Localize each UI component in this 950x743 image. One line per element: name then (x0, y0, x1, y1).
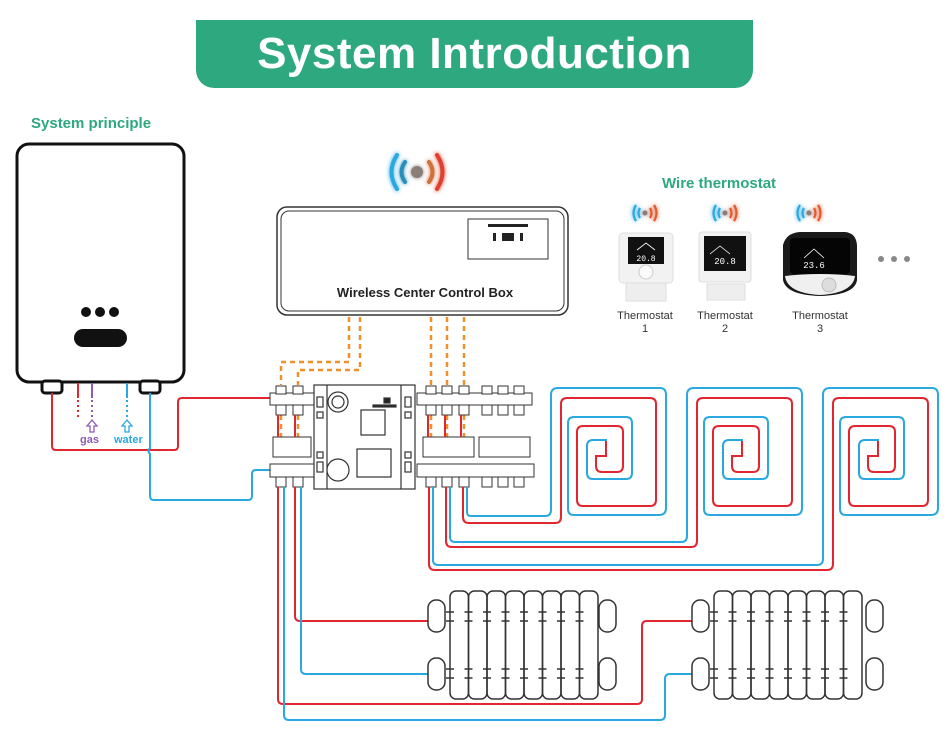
radiator-section (560, 590, 581, 700)
thermostat-3-name: Thermostat (792, 310, 848, 322)
manifold-right (416, 385, 535, 488)
thermostat-1-readout: 20.8 (636, 255, 655, 264)
boiler (15, 142, 186, 395)
boiler-supply-pipe (51, 393, 272, 451)
pump-station (313, 384, 416, 490)
radiator-section (486, 590, 507, 700)
more-thermostats-icon (878, 256, 910, 262)
title-banner: System Introduction (196, 20, 753, 88)
wireless-signal-icon (389, 153, 445, 191)
boiler-return-pipe (147, 393, 272, 501)
floor-heating-loops (428, 387, 939, 571)
gas-label: gas (80, 434, 99, 446)
thermostat-1-label: Thermostat 1 (605, 310, 685, 336)
radiator-section (467, 590, 488, 700)
gas-arrow-icon (85, 418, 99, 433)
thermostat-3-label: Thermostat 3 (780, 310, 860, 336)
page-title: System Introduction (257, 29, 692, 78)
thermostat-1-number: 1 (641, 323, 649, 335)
radiator-section (824, 590, 845, 700)
radiator-section (787, 590, 808, 700)
wire-thermostat-label: Wire thermostat (662, 175, 777, 192)
thermostat-2-signal-icon (712, 204, 738, 222)
radiator-2 (691, 590, 884, 700)
thermostat-2-label: Thermostat 2 (685, 310, 765, 336)
thermostat-1-signal-icon (632, 204, 658, 222)
control-box-label: Wireless Center Control Box (336, 285, 514, 300)
radiator-section (578, 590, 599, 700)
thermostat-3-signal-icon (796, 204, 822, 222)
radiator-section (750, 590, 771, 700)
radiator-section (842, 590, 863, 700)
radiator-section (504, 590, 525, 700)
thermostat-1-name: Thermostat (617, 310, 673, 322)
boiler-inlets (77, 383, 134, 433)
radiator-pipes (277, 487, 692, 721)
radiator-section (805, 590, 826, 700)
thermostat-3-readout: 23.6 (803, 261, 825, 271)
thermostat-2-device[interactable] (698, 231, 752, 301)
thermostat-3-device[interactable] (783, 232, 857, 296)
radiator-section (768, 590, 789, 700)
thermostat-2-readout: 20.8 (714, 257, 736, 267)
radiator-section (523, 590, 544, 700)
thermostat-2-name: Thermostat (697, 310, 753, 322)
radiator-section (541, 590, 562, 700)
signal-wires (279, 317, 466, 440)
radiator-section (449, 590, 470, 700)
manifold-left (269, 385, 316, 488)
radiator-section (713, 590, 734, 700)
radiator-section (731, 590, 752, 700)
thermostat-2-number: 2 (721, 323, 729, 335)
system-principle-label: System principle (31, 115, 152, 132)
water-label: water (114, 434, 143, 446)
thermostat-3-number: 3 (816, 323, 824, 335)
thermostat-1-device[interactable] (618, 232, 674, 302)
radiator-1 (427, 590, 617, 700)
water-arrow-icon (120, 418, 134, 433)
control-box (276, 206, 569, 316)
